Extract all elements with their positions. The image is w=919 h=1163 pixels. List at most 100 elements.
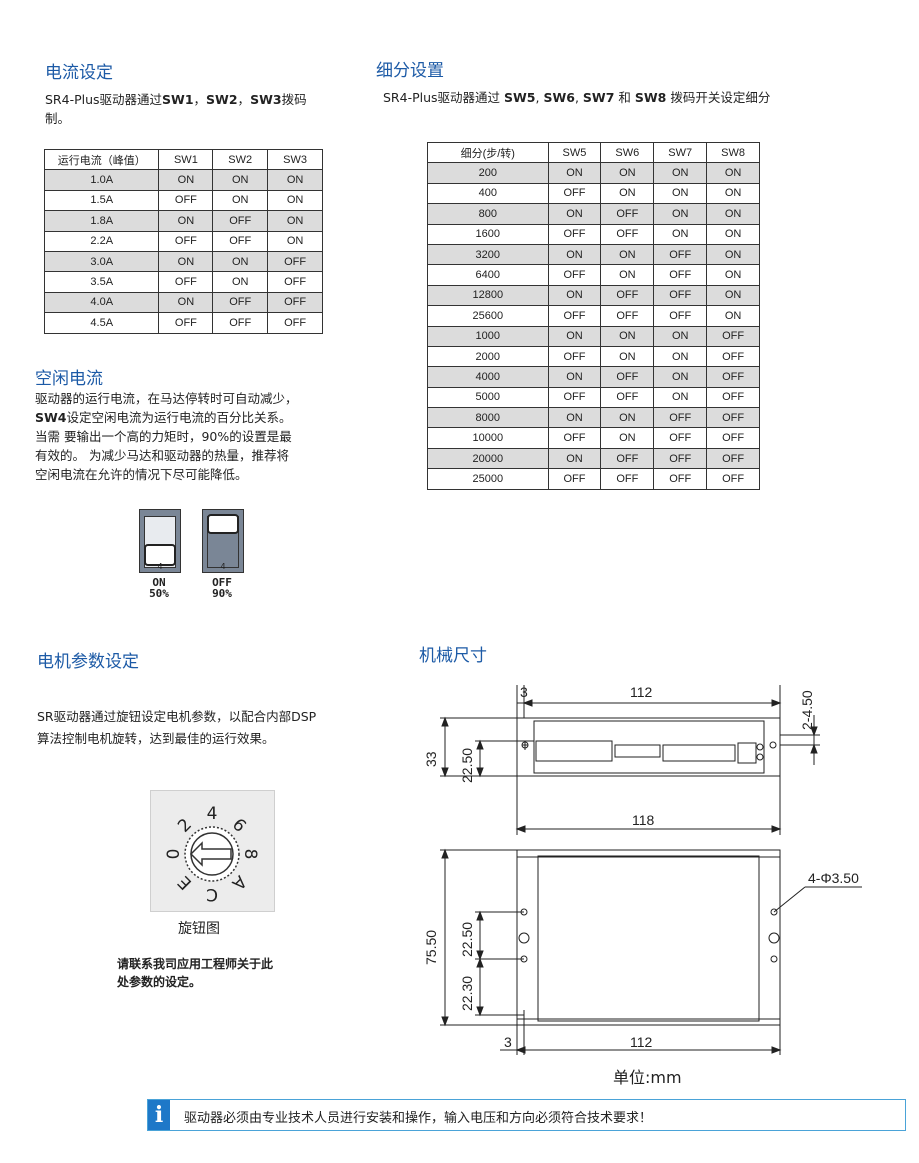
table-cell: 4.0A (43, 291, 160, 314)
dip-knob (207, 514, 239, 534)
table-header-cell: SW7 (653, 141, 708, 164)
table-cell: ON (547, 325, 602, 347)
table-cell: OFF (267, 250, 323, 273)
mechanical-drawing: 3 112 2-4.50 33 22.50 118 4-Φ3.50 75.50 … (423, 684, 862, 1055)
table-cell: 1000 (427, 325, 549, 347)
table-cell: 8000 (427, 407, 549, 429)
table-cell: 1.0A (43, 169, 160, 191)
dim-22-50-bottom: 22.50 (459, 922, 475, 957)
table-header-cell: SW2 (212, 148, 269, 171)
table-cell: ON (600, 325, 655, 347)
table-cell: 12800 (427, 284, 549, 307)
table-cell: OFF (653, 305, 708, 327)
table-cell: ON (653, 325, 708, 347)
dip-switch-on: 4 (139, 509, 181, 573)
table-cell: OFF (547, 223, 602, 245)
current-setting-description: SR4-Plus驱动器通过SW1，SW2，SW3拨码 制。 (45, 92, 307, 126)
table-cell: OFF (653, 447, 708, 470)
table-cell: OFF (547, 386, 602, 409)
table-cell: 2.2A (43, 230, 160, 252)
motor-param-title: 电机参数设定 (37, 652, 139, 672)
microstep-description: SR4-Plus驱动器通过 SW5, SW6, SW7 和 SW8 拨码开关设定… (383, 90, 771, 105)
table-cell: OFF (158, 271, 214, 293)
table-cell: ON (547, 203, 602, 225)
info-icon: i (148, 1100, 170, 1130)
table-cell: OFF (653, 427, 708, 449)
table-cell: OFF (158, 189, 214, 212)
knob-arrow-icon (189, 841, 232, 867)
dip-switch-off: 4 (202, 509, 244, 573)
notice-bar: i 驱动器必须由专业技术人员进行安装和操作，输入电压和方向必须符合技术要求！ (147, 1099, 906, 1131)
dim-112-bottom: 112 (630, 1034, 653, 1050)
table-cell: OFF (653, 284, 708, 307)
dim-33: 33 (423, 751, 439, 767)
table-header-cell: 运行电流（峰值） (43, 148, 160, 171)
table-cell: ON (547, 162, 602, 184)
table-cell: 25600 (427, 305, 549, 327)
table-cell: ON (267, 230, 323, 252)
table-cell: 3.5A (43, 271, 160, 293)
table-cell: ON (212, 189, 269, 212)
motor-param-description: SR驱动器通过旋钮设定电机参数，以配合内部DSP 算法控制电机旋转，达到最佳的运… (37, 709, 317, 746)
table-cell: OFF (212, 291, 269, 314)
table-cell: OFF (653, 264, 708, 286)
table-cell: ON (653, 386, 708, 409)
table-cell: OFF (212, 230, 269, 252)
table-cell: OFF (600, 305, 655, 327)
dip-number: 4 (157, 562, 163, 571)
table-cell: ON (653, 223, 708, 245)
dim-3-bottom: 3 (504, 1034, 512, 1050)
knob-digit: 4 (207, 804, 218, 824)
table-cell: OFF (653, 407, 708, 429)
table-cell: 1600 (427, 223, 549, 245)
table-cell: ON (158, 250, 214, 273)
dim-112-top: 112 (630, 684, 653, 700)
table-cell: ON (212, 271, 269, 293)
mechanical-title: 机械尺寸 (419, 646, 487, 666)
table-cell: OFF (547, 345, 602, 368)
knob-digit: 2 (174, 815, 196, 837)
table-cell: ON (653, 182, 708, 205)
table-cell: ON (600, 243, 655, 266)
table-cell: ON (158, 210, 214, 232)
microstep-title: 细分设置 (376, 61, 444, 81)
notice-text: 驱动器必须由专业技术人员进行安装和操作，输入电压和方向必须符合技术要求！ (184, 1111, 653, 1126)
table-cell: OFF (267, 271, 323, 293)
table-cell: OFF (706, 407, 760, 429)
table-cell: 1.8A (43, 210, 160, 232)
table-cell: ON (706, 243, 760, 266)
table-cell: 5000 (427, 386, 549, 409)
table-header-cell: SW1 (158, 148, 214, 171)
table-header-cell: SW8 (706, 141, 760, 164)
dim-4-hole: 4-Φ3.50 (808, 870, 859, 886)
table-cell: ON (706, 284, 760, 307)
table-header-cell: 细分(步/转) (427, 141, 549, 164)
table-cell: ON (547, 284, 602, 307)
table-cell: OFF (600, 386, 655, 409)
table-header-cell: SW5 (547, 141, 602, 164)
table-cell: ON (547, 243, 602, 266)
table-cell: 4.5A (43, 312, 160, 334)
table-cell: OFF (547, 264, 602, 286)
